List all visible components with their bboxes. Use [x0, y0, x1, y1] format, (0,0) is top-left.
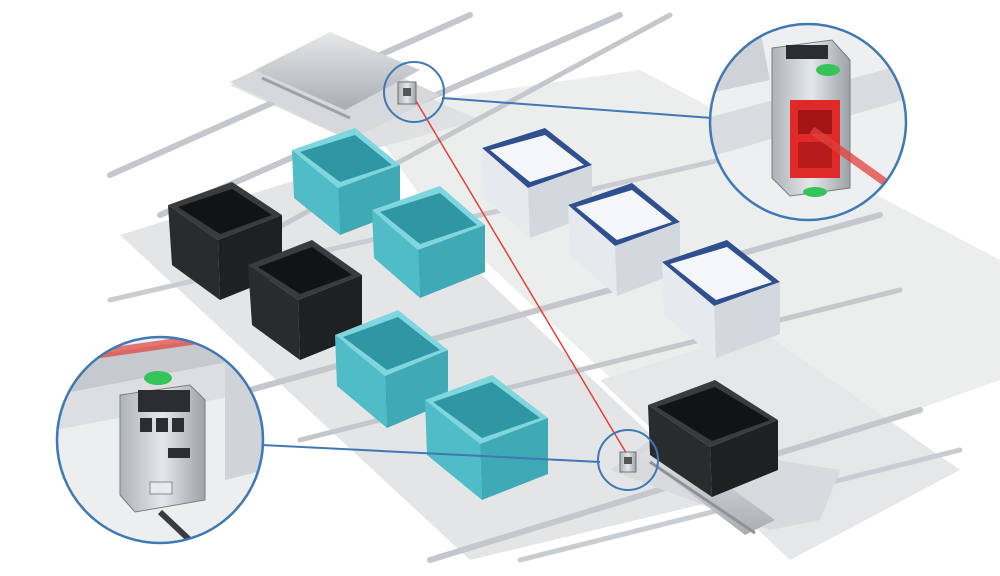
laser-beam — [412, 95, 629, 457]
laser-receiver-icon — [619, 451, 637, 473]
callout-line-bottom — [261, 444, 601, 463]
laser-sensor-icon — [397, 81, 417, 105]
callout-line-top — [441, 97, 713, 119]
white-bin-2 — [568, 183, 680, 296]
white-bin-1 — [482, 128, 592, 238]
teal-bin-4 — [425, 375, 548, 500]
magnified-receiver-callout — [55, 335, 265, 545]
top-mount-rail — [230, 32, 440, 140]
black-bin-3 — [648, 380, 778, 497]
white-bin-3 — [662, 240, 780, 358]
sensor-highlight-ring-bottom — [597, 429, 659, 491]
teal-bin-2 — [372, 186, 485, 298]
black-bin-2 — [248, 240, 362, 360]
sensor-highlight-ring-top — [383, 61, 445, 123]
